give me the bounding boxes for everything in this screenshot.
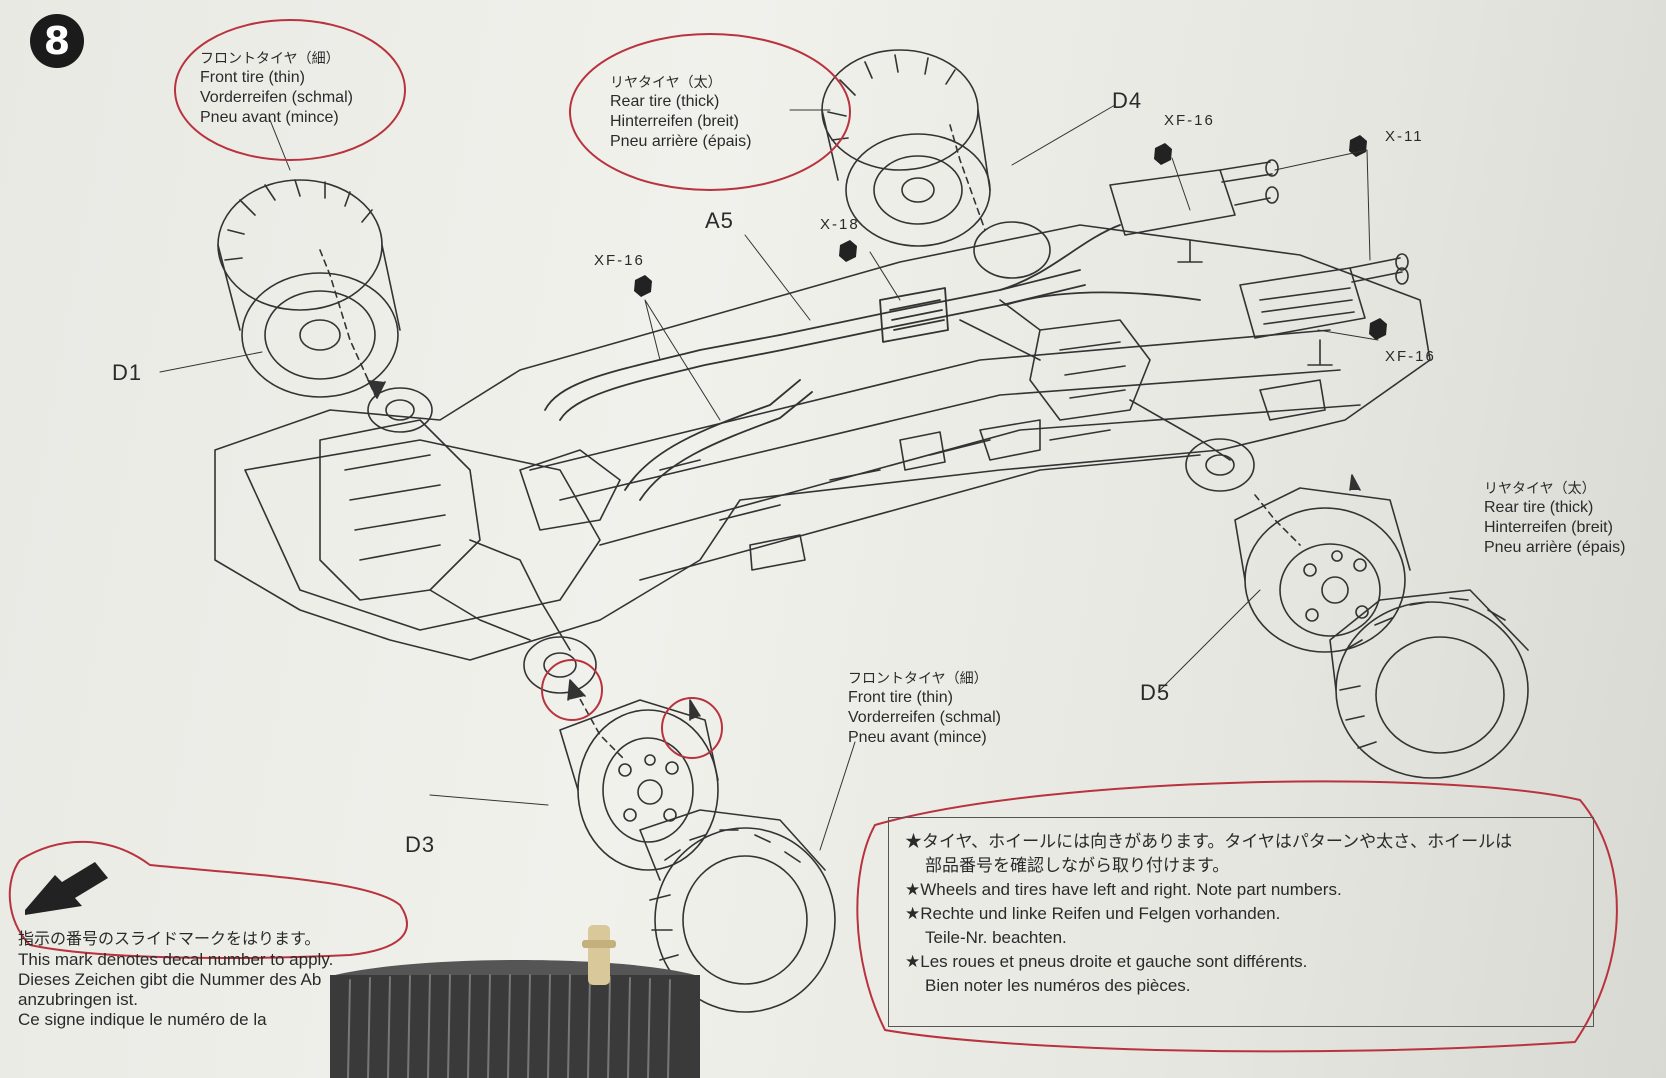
tire-d1-front-left xyxy=(217,179,401,398)
decal-note-en: This mark denotes decal number to apply. xyxy=(18,950,334,969)
callout-jp: フロントタイヤ（細） xyxy=(848,670,988,686)
screw-icon-xf16-right xyxy=(1369,318,1387,340)
callout-jp: リヤタイヤ（太） xyxy=(610,74,722,90)
decal-note-fr: Ce signe indique le numéro de la xyxy=(18,1010,267,1029)
callout-en: Front tire (thin) xyxy=(200,69,305,86)
note-en: ★Wheels and tires have left and right. N… xyxy=(905,880,1342,899)
screw-label-x18: X-18 xyxy=(820,216,860,233)
note-jp-line1: ★タイヤ、ホイールには向きがあります。タイヤはパターンや太さ、ホイールは xyxy=(905,832,1513,851)
front-tire-callout-bottom: フロントタイヤ（細） Front tire (thin) Vorderreife… xyxy=(848,668,1001,748)
rear-tire-callout-right: リヤタイヤ（太） Rear tire (thick) Hinterreifen … xyxy=(1484,478,1625,558)
foreground-spare-tire xyxy=(330,960,700,1078)
callout-fr: Pneu arrière (épais) xyxy=(1484,539,1626,556)
screw-label-xf16-right: XF-16 xyxy=(1385,348,1436,365)
chassis-floor-pan xyxy=(214,224,1431,661)
part-label-d1: D1 xyxy=(112,360,143,385)
part-label-a5: A5 xyxy=(705,208,734,233)
decal-note-de2: anzubringen ist. xyxy=(18,990,139,1009)
note-jp-line2: 部品番号を確認しながら取り付けます。 xyxy=(925,856,1230,875)
callout-fr: Pneu avant (mince) xyxy=(200,109,339,126)
screw-label-xf16-top: XF-16 xyxy=(1164,112,1215,129)
callout-jp: フロントタイヤ（細） xyxy=(200,50,340,66)
wheel-d5-rear-right xyxy=(1234,487,1529,779)
screw-icon-xf16-top xyxy=(1154,143,1172,165)
leader-lines xyxy=(159,104,1379,851)
callout-en: Rear tire (thick) xyxy=(610,93,720,110)
note-fr-line2: Bien noter les numéros des pièces. xyxy=(925,976,1191,995)
rear-tire-callout-top: リヤタイヤ（太） Rear tire (thick) Hinterreifen … xyxy=(610,72,751,152)
decal-note: 指示の番号のスライドマークをはります。 This mark denotes de… xyxy=(18,930,333,1030)
screw-icon-x11 xyxy=(1349,135,1367,157)
part-label-d4: D4 xyxy=(1112,88,1143,113)
callout-de: Vorderreifen (schmal) xyxy=(848,709,1001,726)
rear-suspension xyxy=(959,299,1255,492)
front-engine-assembly xyxy=(319,387,621,694)
wheel-d4-rear-top xyxy=(821,49,991,247)
callout-de: Hinterreifen (breit) xyxy=(610,113,739,130)
note-fr-line1: ★Les roues et pneus droite et gauche son… xyxy=(905,952,1308,971)
muffler-left xyxy=(1109,159,1279,263)
wheel-orientation-note: ★タイヤ、ホイールには向きがあります。タイヤはパターンや太さ、ホイールは 部品番… xyxy=(888,817,1594,1027)
front-tire-callout-top: フロントタイヤ（細） Front tire (thin) Vorderreife… xyxy=(200,48,353,128)
exhaust-system xyxy=(544,224,1201,501)
decal-note-de1: Dieses Zeichen gibt die Nummer des Ab xyxy=(18,970,322,989)
callout-de: Hinterreifen (breit) xyxy=(1484,519,1613,536)
screw-label-xf16-left: XF-16 xyxy=(594,252,645,269)
callout-en: Rear tire (thick) xyxy=(1484,499,1594,516)
callout-en: Front tire (thin) xyxy=(848,689,953,706)
part-label-d3: D3 xyxy=(405,832,436,857)
decal-note-jp: 指示の番号のスライドマークをはります。 xyxy=(18,931,321,948)
note-de-line2: Teile-Nr. beachten. xyxy=(925,928,1067,947)
muffler-right xyxy=(1239,253,1409,366)
callout-jp: リヤタイヤ（太） xyxy=(1484,480,1596,496)
pen-markings xyxy=(8,19,1618,1053)
callout-de: Vorderreifen (schmal) xyxy=(200,89,353,106)
screw-icon-xf16-left xyxy=(634,275,652,297)
step-number-badge: 8 xyxy=(30,14,84,68)
screw-icon-x18 xyxy=(839,240,857,262)
foreground-brass-pin xyxy=(582,925,616,985)
decal-mark-arrow-icon xyxy=(25,862,108,915)
screw-label-x11: X-11 xyxy=(1385,128,1424,145)
note-de-line1: ★Rechte und linke Reifen und Felgen vorh… xyxy=(905,904,1281,923)
wheel-d3-front-bottom xyxy=(559,699,836,1013)
callout-fr: Pneu arrière (épais) xyxy=(610,133,752,150)
callout-fr: Pneu avant (mince) xyxy=(848,729,987,746)
part-label-d5: D5 xyxy=(1140,680,1171,705)
